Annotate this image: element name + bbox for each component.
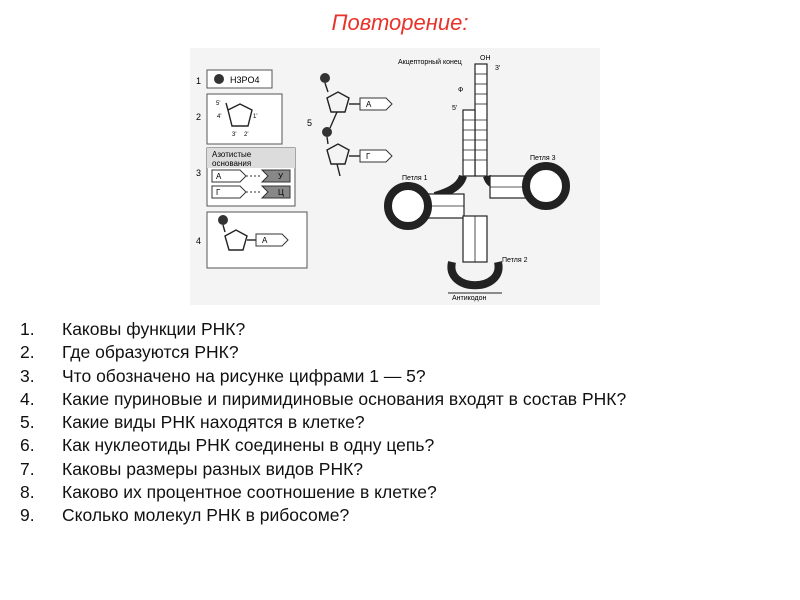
panel-number-4: 4 [196,236,201,246]
question-text: Сколько молекул РНК в рибосоме? [62,505,350,526]
trna-anticodon-label: Антикодон [452,295,487,302]
panel-number-3: 3 [196,168,201,178]
question-number: 7. [20,458,35,479]
bases-title-line2: основания [212,159,251,168]
sugar-mark-4: 4' [217,114,221,120]
question-number: 4. [20,388,35,409]
trna-loop1 [384,182,432,230]
question-number: 6. [20,435,35,456]
dinucleotide-upper: А [320,73,393,129]
trna-5prime: 5' [452,105,457,112]
trna-loop2-label: Петля 2 [502,257,528,264]
question-item: 9. Сколько молекул РНК в рибосоме? [20,504,760,527]
sugar-mark-1: 1' [253,114,257,120]
question-item: 3. Что обозначено на рисунке цифрами 1 — … [20,365,760,388]
bases-title-band [207,148,295,168]
phosphate-circle [214,74,224,84]
base-a-label: А [216,172,222,181]
question-number: 3. [20,365,35,386]
question-text: Какие виды РНК находятся в клетке? [62,412,365,433]
panel-2-box [206,93,283,145]
base-u-label: У [278,172,284,181]
sugar-mark-5: 5' [216,101,220,107]
sugar-mark-3: 3' [232,132,236,138]
rna-figure: 1 H3PO4 2 5' 4' 1' 3' 2' 3 Азотистые осн… [190,48,600,305]
slide-title: Повторение: [331,10,469,35]
question-text: Каковы функции РНК? [62,319,246,339]
nucleotide-4: А [218,215,289,251]
question-item: 5. Какие виды РНК находятся в клетке? [20,411,760,434]
trna-loop2 [447,261,503,290]
base-g-label: Г [216,188,221,197]
dinucleotide-lower-base: Г [366,152,371,161]
question-text: Каковы размеры разных видов РНК? [62,458,364,479]
phosphate-label: H3PO4 [230,75,260,85]
nucleotide-4-base: А [262,236,268,245]
trna-phi: Ф [458,87,463,94]
panel-number-1: 1 [196,76,201,86]
sugar-mark-2: 2' [244,132,248,138]
question-text: Где образуются РНК? [62,342,239,363]
panel-number-2: 2 [196,112,201,122]
panel-number-5: 5 [307,118,312,128]
trna-3prime: 3' [495,65,500,72]
trna-acceptor-label: Акцепторный конец [398,58,462,66]
panel-1-box [206,69,273,89]
question-text: Какие пуриновые и пиримидиновые основани… [62,388,627,409]
trna-loop1-label: Петля 1 [402,175,428,182]
trna-loop3 [522,162,570,210]
question-number: 5. [20,412,35,433]
question-text: Что обозначено на рисунке цифрами 1 — 5? [62,365,426,386]
trna-loop3-label: Петля 3 [530,155,556,162]
base-u-shape [260,169,291,183]
base-c-shape [260,185,291,199]
bases-title-line1: Азотистые [212,150,252,159]
question-list: 1. Каковы функции РНК? 2. Где образуются Р… [20,318,760,528]
question-text: Каково их процентное соотношение в клетк… [62,482,437,503]
dinucleotide-lower: Г [322,127,393,177]
trna-rungs [463,73,487,161]
question-item: 2. Где образуются РНК? [20,341,760,364]
ribose-ring: 5' 4' 1' 3' 2' [216,101,257,138]
question-item: 7. Каковы размеры разных видов РНК? [20,458,760,481]
base-a-shape [211,169,247,183]
base-g-shape [211,185,247,199]
base-c-label: Ц [278,188,284,197]
question-number: 2. [20,342,35,363]
question-item: 6. Как нуклеотиды РНК соединены в одну це… [20,434,760,457]
question-item: 4. Какие пуриновые и пиримидиновые основа… [20,388,760,411]
question-number: 1. [20,319,35,339]
question-number: 9. [20,505,35,526]
dinucleotide-upper-base: А [366,100,372,109]
question-item: 1. Каковы функции РНК? [20,318,760,341]
question-number: 8. [20,482,35,503]
trna-oh-label: ОН [480,55,491,62]
question-text: Как нуклеотиды РНК соединены в одну цепь… [62,435,435,456]
question-item: 8. Каково их процентное соотношение в кле… [20,481,760,504]
